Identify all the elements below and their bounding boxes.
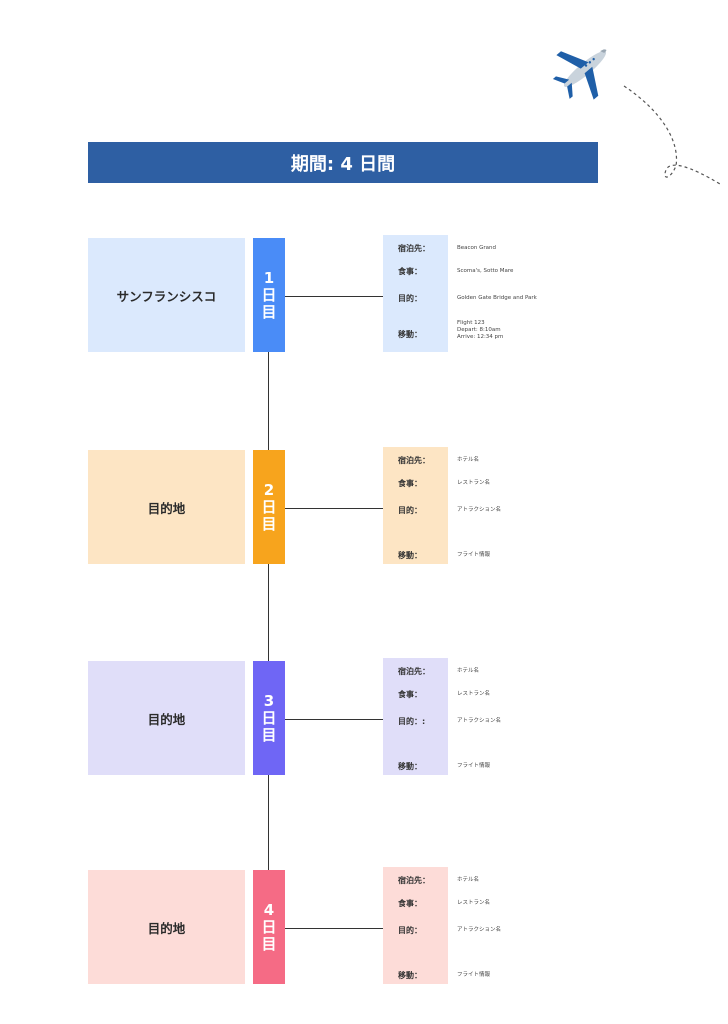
detail-label-meal: 食事：	[398, 267, 422, 276]
day-badge-unit2: 目	[261, 514, 277, 533]
detail-label-purpose: 目的：	[398, 506, 422, 515]
detail-label-meal: 食事：	[398, 899, 422, 908]
airplane-icon	[552, 49, 607, 100]
detail-value-purpose: Golden Gate Bridge and Park	[457, 295, 537, 301]
detail-value-meal: Scoma's, Sotto Mare	[457, 268, 514, 274]
connector-line	[285, 928, 384, 929]
day-badge-num: 4	[263, 900, 275, 919]
detail-value-purpose: アトラクション名	[457, 927, 502, 933]
detail-label-move: 移動：	[398, 330, 422, 339]
detail-panel	[383, 235, 448, 352]
day-badge-num: 3	[263, 691, 275, 710]
detail-panel	[383, 658, 448, 775]
detail-value-purpose: アトラクション名	[457, 507, 502, 513]
detail-label-move: 移動：	[398, 762, 422, 771]
detail-value-move: フライト情報	[457, 763, 490, 770]
day-badge-num: 1	[263, 268, 275, 287]
detail-label-purpose: 目的：:	[398, 717, 426, 726]
detail-value-move: フライト情報	[457, 552, 490, 559]
detail-value-stay: ホテル名	[457, 877, 480, 883]
destination-box: サンフランシスコ	[88, 238, 245, 352]
detail-panel	[383, 867, 448, 984]
detail-panel	[383, 447, 448, 564]
move-line: Arrive: 12:34 pm	[457, 334, 504, 340]
day-badge-num: 2	[263, 480, 275, 499]
destination-box: 目的地	[88, 870, 245, 984]
day-badge-unit1: 日	[261, 497, 277, 516]
flight-path-icon	[623, 85, 720, 185]
day-badge-unit1: 日	[261, 708, 277, 727]
destination-box: 目的地	[88, 450, 245, 564]
timeline-spine	[268, 352, 269, 872]
move-line: Depart: 8:10am	[457, 327, 501, 333]
day-badge-unit1: 日	[261, 285, 277, 304]
detail-label-purpose: 目的：	[398, 926, 422, 935]
connector-line	[285, 719, 384, 720]
move-line: フライト情報	[457, 552, 491, 558]
day-badge-unit2: 目	[261, 725, 277, 744]
move-line: フライト情報	[457, 972, 491, 978]
detail-label-meal: 食事：	[398, 479, 422, 488]
detail-label-meal: 食事：	[398, 690, 422, 699]
day-badge-unit2: 目	[261, 934, 277, 953]
detail-label-purpose: 目的：	[398, 294, 422, 303]
detail-label-move: 移動：	[398, 551, 422, 560]
detail-label-move: 移動：	[398, 971, 422, 980]
detail-value-stay: ホテル名	[457, 668, 480, 674]
connector-line	[285, 508, 384, 509]
detail-label-stay: 宿泊先：	[398, 876, 430, 885]
detail-value-move: フライト情報	[457, 972, 490, 979]
connector-line	[285, 296, 384, 297]
day-badge-unit1: 日	[261, 917, 277, 936]
move-line: Flight 123	[457, 320, 485, 326]
detail-value-meal: レストラン名	[457, 900, 491, 906]
detail-label-stay: 宿泊先：	[398, 244, 430, 253]
destination-box: 目的地	[88, 661, 245, 775]
detail-value-stay: ホテル名	[457, 457, 480, 463]
day-badge-unit2: 目	[261, 302, 277, 321]
detail-value-purpose_alt: アトラクション名	[457, 718, 502, 724]
move-line: フライト情報	[457, 763, 491, 769]
detail-value-meal: レストラン名	[457, 691, 491, 697]
detail-value-stay: Beacon Grand	[457, 245, 497, 251]
detail-value-meal: レストラン名	[457, 480, 491, 486]
page-title: 期間: 4 日間	[88, 142, 598, 183]
detail-label-stay: 宿泊先：	[398, 456, 430, 465]
detail-label-stay: 宿泊先：	[398, 667, 430, 676]
